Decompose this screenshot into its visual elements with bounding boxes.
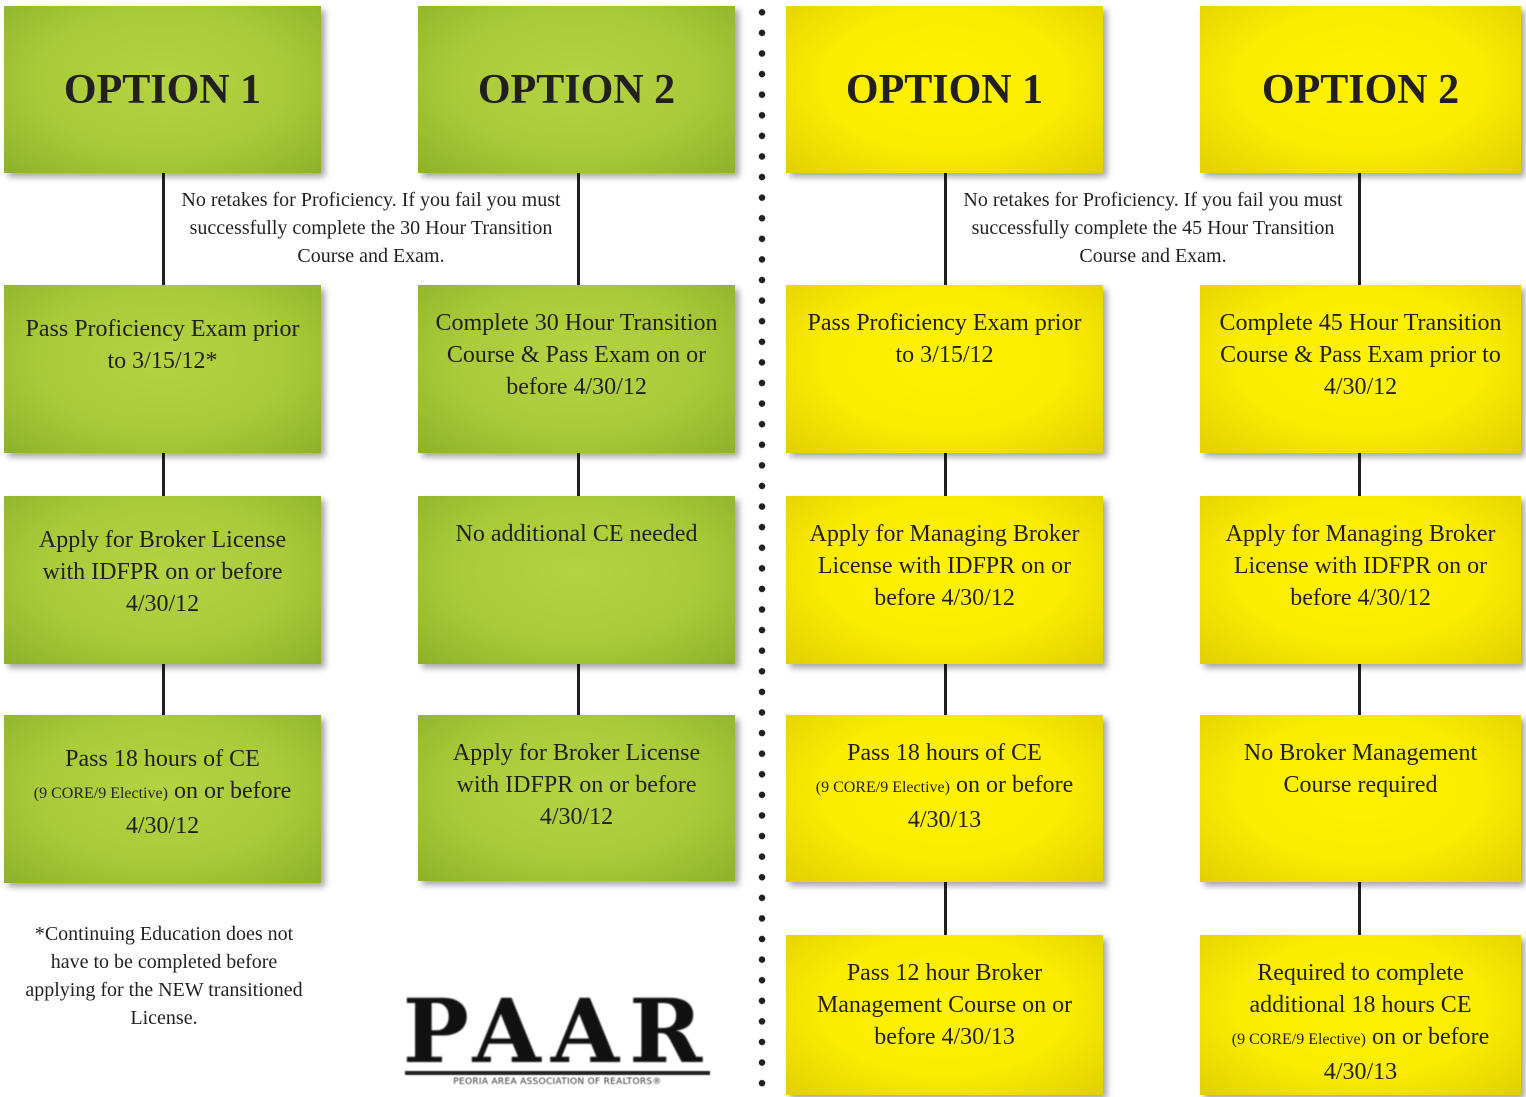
left-footnote: *Continuing Education does not have to b… bbox=[25, 923, 303, 1029]
connector-line bbox=[577, 173, 580, 285]
right-option1-step2: Apply for Managing Broker License with I… bbox=[786, 496, 1103, 664]
ce-breakdown-text: (9 CORE/9 Elective) bbox=[815, 779, 950, 796]
left-option1-step2-text: Apply for Broker License with IDFPR on o… bbox=[38, 527, 287, 617]
connector-line bbox=[1358, 664, 1361, 715]
left-option1-step1-text: Pass Proficiency Exam prior to 3/15/12* bbox=[25, 316, 300, 374]
right-option1-step2-text: Apply for Managing Broker License with I… bbox=[809, 521, 1080, 611]
right-option1-step3: Pass 18 hours of CE (9 CORE/9 Elective) o… bbox=[786, 715, 1103, 882]
left-retake-note: No retakes for Proficiency. If you fail … bbox=[181, 189, 561, 267]
right-option2-step2: Apply for Managing Broker License with I… bbox=[1200, 496, 1521, 664]
left-option2-header: OPTION 2 bbox=[418, 6, 735, 173]
left-option2-step1-text: Complete 30 Hour Transition Course & Pas… bbox=[435, 310, 718, 400]
right-option1-step3-text: Pass 18 hours of CE (9 CORE/9 Elective) o… bbox=[800, 737, 1089, 836]
connector-line bbox=[577, 453, 580, 496]
connector-line bbox=[162, 664, 165, 715]
connector-line bbox=[1358, 173, 1361, 285]
right-option2-step1: Complete 45 Hour Transition Course & Pas… bbox=[1200, 285, 1521, 453]
connector-line bbox=[162, 173, 165, 285]
connector-line bbox=[577, 664, 580, 715]
left-option2-step1: Complete 30 Hour Transition Course & Pas… bbox=[418, 285, 735, 453]
connector-line bbox=[1358, 882, 1361, 935]
ce-deadline-text: on or before 4/30/13 bbox=[907, 772, 1074, 833]
ce-hours-text: Required to complete additional 18 hours… bbox=[1249, 960, 1472, 1018]
paar-logo-text: PAAR bbox=[402, 979, 713, 1083]
ce-hours-text: Pass 18 hours of CE bbox=[847, 740, 1042, 766]
left-option1-step3: Pass 18 hours of CE (9 CORE/9 Elective) o… bbox=[4, 715, 321, 883]
connector-line bbox=[1358, 453, 1361, 496]
paar-logo-rule bbox=[405, 1071, 710, 1075]
right-option1-step4: Pass 12 hour Broker Management Course on… bbox=[786, 935, 1103, 1095]
connector-line bbox=[944, 173, 947, 285]
dotted-divider bbox=[757, 2, 767, 1094]
right-option1-header: OPTION 1 bbox=[786, 6, 1103, 173]
left-option2-step2-text: No additional CE needed bbox=[455, 521, 698, 547]
left-option1-step3-text: Pass 18 hours of CE (9 CORE/9 Elective) o… bbox=[18, 743, 307, 842]
right-option2-step1-text: Complete 45 Hour Transition Course & Pas… bbox=[1219, 310, 1502, 400]
right-retake-note: No retakes for Proficiency. If you fail … bbox=[963, 189, 1343, 267]
ce-breakdown-text: (9 CORE/9 Elective) bbox=[1231, 1031, 1366, 1048]
connector-line bbox=[944, 882, 947, 935]
left-option2-step2: No additional CE needed bbox=[418, 496, 735, 664]
left-option1-header: OPTION 1 bbox=[4, 6, 321, 173]
ce-breakdown-text: (9 CORE/9 Elective) bbox=[33, 785, 168, 802]
left-option1-step1: Pass Proficiency Exam prior to 3/15/12* bbox=[4, 285, 321, 453]
connector-line bbox=[944, 664, 947, 715]
left-option2-step3-text: Apply for Broker License with IDFPR on o… bbox=[452, 740, 701, 830]
right-option2-step4: Required to complete additional 18 hours… bbox=[1200, 935, 1521, 1095]
right-option2-step2-text: Apply for Managing Broker License with I… bbox=[1225, 521, 1496, 611]
left-option2-step3: Apply for Broker License with IDFPR on o… bbox=[418, 715, 735, 881]
right-option2-step3-text: No Broker Management Course required bbox=[1243, 740, 1478, 798]
paar-logo-tagline: PEORIA AREA ASSOCIATION OF REALTORS® bbox=[453, 1077, 662, 1087]
left-option1-step2: Apply for Broker License with IDFPR on o… bbox=[4, 496, 321, 664]
right-option2-step3: No Broker Management Course required bbox=[1200, 715, 1521, 882]
right-option1-step1-text: Pass Proficiency Exam prior to 3/15/12 bbox=[807, 310, 1082, 368]
ce-deadline-text: on or before 4/30/13 bbox=[1323, 1024, 1490, 1085]
connector-line bbox=[944, 453, 947, 496]
right-option2-step4-text: Required to complete additional 18 hours… bbox=[1214, 957, 1507, 1088]
ce-deadline-text: on or before 4/30/12 bbox=[125, 778, 292, 839]
right-option1-step4-text: Pass 12 hour Broker Management Course on… bbox=[816, 960, 1073, 1050]
paar-logo: PAAR PEORIA AREA ASSOCIATION OF REALTORS… bbox=[400, 985, 715, 1090]
right-option1-step1: Pass Proficiency Exam prior to 3/15/12 bbox=[786, 285, 1103, 453]
connector-line bbox=[162, 453, 165, 496]
right-option2-header: OPTION 2 bbox=[1200, 6, 1521, 173]
ce-hours-text: Pass 18 hours of CE bbox=[65, 746, 260, 772]
